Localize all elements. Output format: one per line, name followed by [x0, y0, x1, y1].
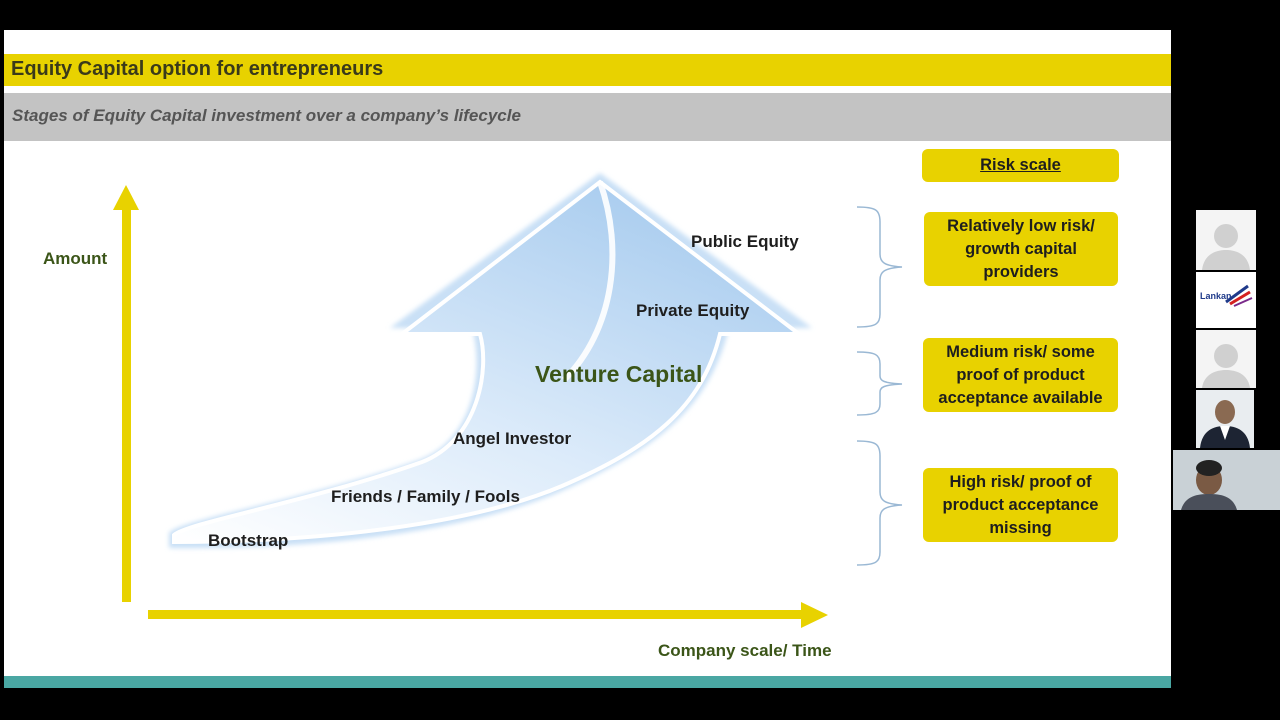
user-avatar-icon — [1202, 344, 1250, 388]
risk-low-text: Relatively low risk/ growth capital prov… — [947, 216, 1095, 281]
growth-arrow — [172, 179, 805, 545]
risk-brace-low — [856, 206, 903, 328]
participant-tile-1[interactable] — [1196, 210, 1256, 270]
risk-scale-heading: Risk scale — [922, 149, 1119, 182]
stage-bootstrap: Bootstrap — [208, 531, 289, 550]
y-axis-label: Amount — [43, 249, 108, 268]
participant-video-person — [1200, 400, 1250, 448]
title-bar: Equity Capital option for entrepreneurs — [4, 54, 1171, 86]
x-axis-line — [148, 610, 804, 619]
user-avatar-icon — [1202, 224, 1250, 270]
slide-title: Equity Capital option for entrepreneurs — [11, 58, 384, 80]
risk-high-text: High risk/ proof of product acceptance m… — [942, 472, 1099, 537]
stage-friends-family-fools: Friends / Family / Fools — [331, 487, 520, 506]
presentation-slide: Equity Capital option for entrepreneurs … — [4, 30, 1171, 688]
participant-video-1[interactable] — [1196, 390, 1254, 448]
subtitle-bar: Stages of Equity Capital investment over… — [4, 93, 1171, 141]
x-axis-label: Company scale/ Time — [658, 641, 832, 660]
logo-text: Lankan — [1200, 291, 1232, 301]
risk-medium-text: Medium risk/ some proof of product accep… — [938, 342, 1103, 407]
risk-box-high: High risk/ proof of product acceptance m… — [923, 468, 1118, 542]
stage-public-equity: Public Equity — [691, 232, 799, 251]
stage-private-equity: Private Equity — [636, 301, 750, 320]
risk-scale-heading-text: Risk scale — [980, 156, 1061, 174]
participant-video-person — [1173, 450, 1280, 510]
stage-venture-capital: Venture Capital — [535, 361, 703, 387]
risk-box-low: Relatively low risk/ growth capital prov… — [924, 212, 1118, 286]
risk-brace-medium — [856, 351, 903, 416]
slide-subtitle: Stages of Equity Capital investment over… — [12, 106, 521, 125]
y-axis-line — [122, 208, 131, 602]
slide-footer-bar — [4, 676, 1171, 688]
y-axis-arrowhead — [113, 185, 139, 210]
participant-tile-logo[interactable]: Lankan — [1196, 272, 1256, 328]
x-axis-arrowhead — [801, 602, 828, 628]
diagram-graphics — [113, 173, 903, 628]
participant-tile-2[interactable] — [1196, 330, 1256, 388]
company-logo-icon — [1225, 284, 1253, 307]
participant-video-2[interactable] — [1173, 450, 1280, 510]
stage-angel-investor: Angel Investor — [453, 429, 572, 448]
risk-box-medium: Medium risk/ some proof of product accep… — [923, 338, 1118, 412]
risk-brace-high — [856, 440, 903, 566]
